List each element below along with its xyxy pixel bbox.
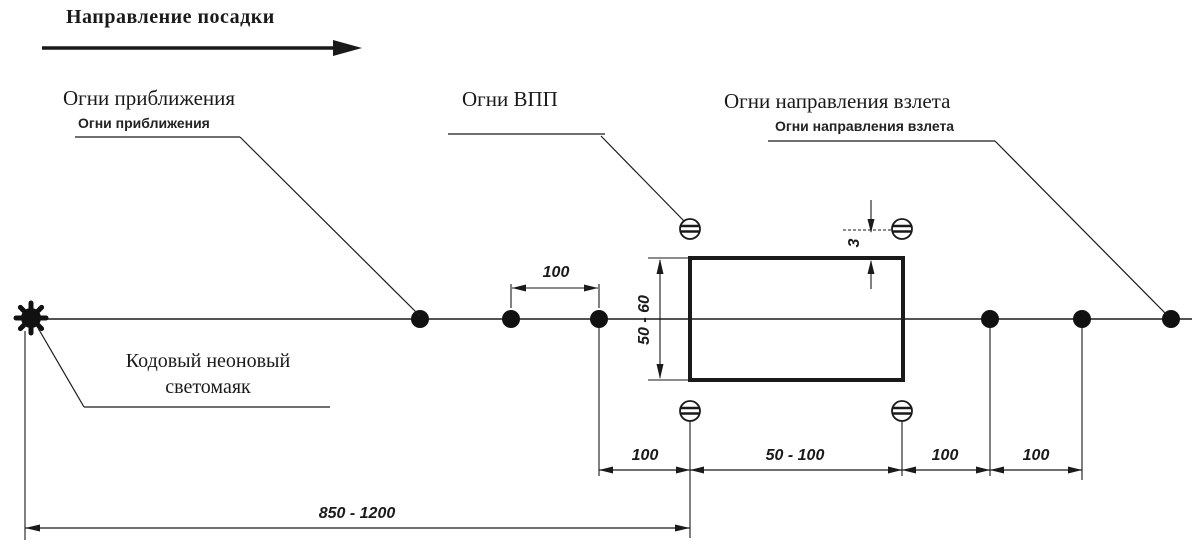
beacon-star-icon [13, 300, 49, 336]
hatched-light-icon [891, 400, 913, 422]
runway-lights-label: Огни ВПП [462, 87, 558, 111]
dim-label-chain-1: 100 [631, 447, 659, 464]
dim-runway-width [648, 257, 688, 381]
runway-outline [688, 256, 905, 382]
beacon-label: Кодовый неоновый светомаяк [88, 348, 328, 400]
takeoff-lights-label: Огни направления взлета [724, 89, 951, 113]
runway-boundary-lights [679, 218, 913, 422]
beacon-label-line1: Кодовый неоновый [125, 350, 291, 372]
approach-light-dot [502, 310, 520, 328]
takeoff-lights-sublabel: Огни направления взлета [775, 118, 955, 134]
dim-label-chain-4: 100 [1022, 447, 1050, 464]
extension-lines [24, 328, 1083, 540]
dim-label-runway-width: 50 - 60 [636, 295, 653, 345]
dim-chain [599, 466, 1082, 474]
hatched-light-icon [679, 218, 701, 240]
approach-label-leader [75, 136, 421, 317]
approach-light-dot [590, 310, 608, 328]
dim-edge-light-offset [843, 200, 892, 289]
approach-light-dot [411, 310, 429, 328]
beacon-label-leader [37, 327, 330, 408]
hatched-light-icon [891, 218, 913, 240]
dim-label-edge-offset: 3 [846, 238, 863, 248]
landing-direction-arrow-icon [42, 40, 362, 56]
dim-total [25, 524, 690, 532]
takeoff-label-leader [768, 140, 1169, 317]
approach-lights-sublabel: Огни приближения [78, 115, 210, 131]
beacon-label-line2: светомаяк [165, 376, 251, 398]
dim-label-chain-2: 50 - 100 [765, 447, 825, 464]
dim-label-total: 850 - 1200 [318, 505, 396, 522]
dim-label-approach-spacing: 100 [542, 264, 570, 281]
dim-label-chain-3: 100 [931, 447, 959, 464]
hatched-light-icon [679, 400, 701, 422]
approach-lights-label: Огни приближения [63, 86, 236, 110]
takeoff-light-dot [1073, 310, 1091, 328]
approach-lights-dots [411, 310, 608, 328]
takeoff-light-dot [981, 310, 999, 328]
runway-label-leader [448, 133, 685, 222]
dim-approach-spacing [510, 284, 600, 308]
landing-direction-title: Направление посадки [66, 6, 275, 28]
